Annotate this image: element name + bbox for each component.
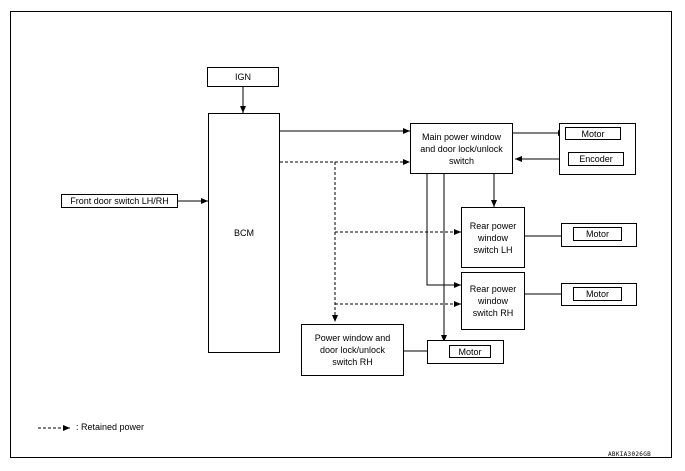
main-motor-label: Motor — [581, 128, 605, 139]
diagram-frame — [10, 11, 672, 458]
main-motor-block: Motor — [565, 127, 621, 140]
legend-label: : Retained power — [76, 422, 145, 432]
legend: : Retained power — [76, 422, 144, 432]
rear-rh-switch-block: Rear power window switch RH — [461, 272, 525, 330]
main-power-window-switch-block: Main power window and door lock/unlock s… — [410, 123, 513, 174]
encoder-block: Encoder — [568, 152, 624, 166]
main-switch-label: Main power window and door lock/unlock s… — [420, 131, 503, 166]
pw-rh-switch-block: Power window and door lock/unlock switch… — [301, 324, 404, 376]
pw-rh-motor-group — [427, 340, 504, 364]
rear-lh-label: Rear power window switch LH — [469, 220, 517, 255]
pw-rh-motor-label: Motor — [458, 346, 482, 357]
rear-rh-label: Rear power window switch RH — [469, 284, 517, 318]
front-door-switch-label: Front door switch LH/RH — [70, 196, 169, 206]
ign-block: IGN — [207, 67, 279, 87]
rear-rh-motor-block: Motor — [573, 287, 622, 301]
rear-rh-motor-label: Motor — [585, 289, 609, 299]
main-to-rear-rh-line — [426, 174, 461, 288]
rear-lh-motor-label: Motor — [585, 229, 609, 239]
ign-label: IGN — [234, 72, 251, 82]
encoder-label: Encoder — [579, 154, 613, 164]
rear-lh-switch-block: Rear power window switch LH — [461, 207, 525, 268]
pw-rh-label: Power window and door lock/unlock switch… — [314, 333, 391, 367]
pw-rh-motor-block: Motor — [449, 345, 491, 358]
bcm-label: BCM — [234, 228, 254, 238]
rear-lh-motor-block: Motor — [573, 227, 622, 241]
bcm-block: BCM — [208, 113, 280, 353]
front-door-switch-block: Front door switch LH/RH — [61, 194, 178, 208]
figure-code: ABKIA3026GB — [608, 451, 652, 458]
